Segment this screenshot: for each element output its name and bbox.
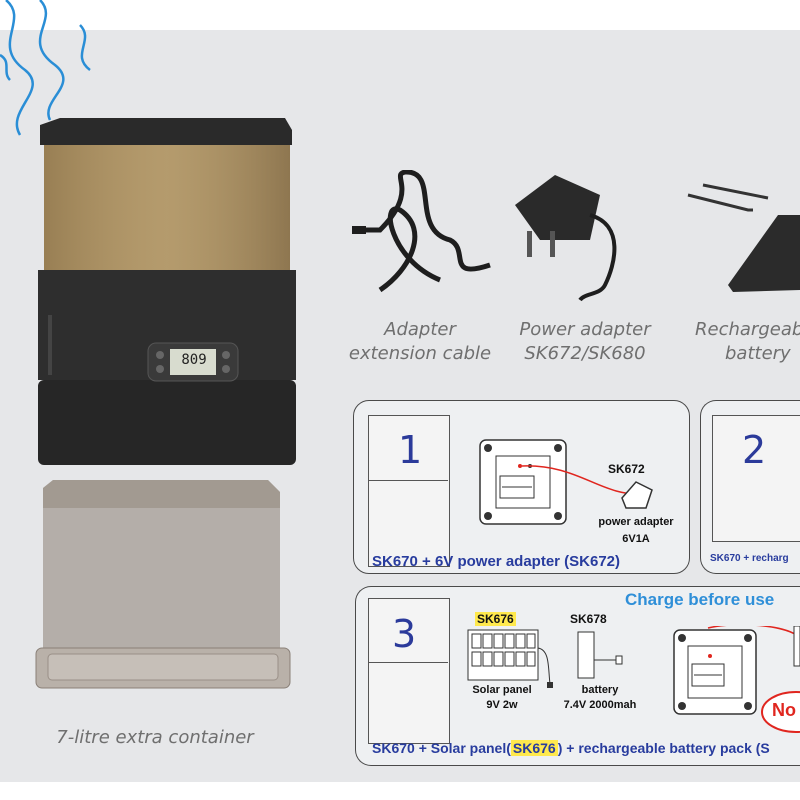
container-caption: 7-litre extra container [56,727,254,748]
rechargeable-battery-image [687,183,800,292]
extra-container-image [35,480,291,689]
option-3-caption-highlight: SK676 [510,740,558,756]
extension-cable-caption-line2: extension cable [348,343,492,364]
solar-model-highlight: SK676 [475,612,516,626]
solar-spec: 9V 2w [486,699,518,711]
option-3-port-diagram [673,626,800,715]
option-2-caption: SK670 + recharg [710,553,789,564]
option-1-device-label: power adapter [598,516,674,528]
option-3-caption-pre: SK670 + Solar panel( [372,740,511,756]
option-3-feeder-line [368,662,448,663]
solar-label: Solar panel [472,684,532,696]
option-3-number: 3 [392,612,417,656]
extension-cable-caption-line1: Adapter [384,319,456,340]
feeder-lcd-readout: 809 [181,352,207,368]
option-3-feeder-diagram [368,598,450,744]
battery-caption-line1: Rechargeable [695,319,800,340]
power-adapter-caption-line1: Power adapter [519,319,651,340]
extension-cable-image [352,170,491,293]
option-1-spec-label: 6V1A [622,533,650,545]
option-1-adapter-icon [621,481,653,509]
power-adapter-caption: Power adapter SK672/SK680 [505,318,665,366]
option-1-caption: SK670 + 6V power adapter (SK672) [372,553,621,570]
feeder-device-image [38,118,296,465]
option-1-model-label: SK672 [608,462,645,476]
option-3-caption-post: ) + rechargeable battery pack (S [557,740,770,756]
no-label-oval [761,691,800,733]
no-label: No [772,700,796,720]
solar-model-label: SK676 [475,612,516,626]
wireless-waves-icon [0,0,91,136]
power-adapter-image [515,175,617,302]
option-2-feeder-diagram [712,415,800,542]
battery-label: battery [581,684,619,696]
charge-before-use-note: Charge before use [625,590,775,609]
option-1-number: 1 [398,428,423,472]
option-3-caption: SK670 + Solar panel(SK676) + rechargeabl… [372,740,770,756]
option-2-number: 2 [742,428,767,472]
option-1-feeder-line [368,480,448,481]
battery-spec: 7.4V 2000mah [563,699,637,711]
option-1-feeder-diagram [368,415,450,567]
battery-pack-icon [577,631,623,679]
option-1-port-diagram [479,439,567,525]
battery-caption: Rechargeable battery [695,318,800,366]
battery-caption-line2: battery [725,343,791,364]
battery-model-label: SK678 [570,612,607,626]
extension-cable-caption: Adapter extension cable [340,318,500,366]
solar-panel-icon [467,629,553,688]
power-adapter-caption-line2: SK672/SK680 [524,343,646,364]
